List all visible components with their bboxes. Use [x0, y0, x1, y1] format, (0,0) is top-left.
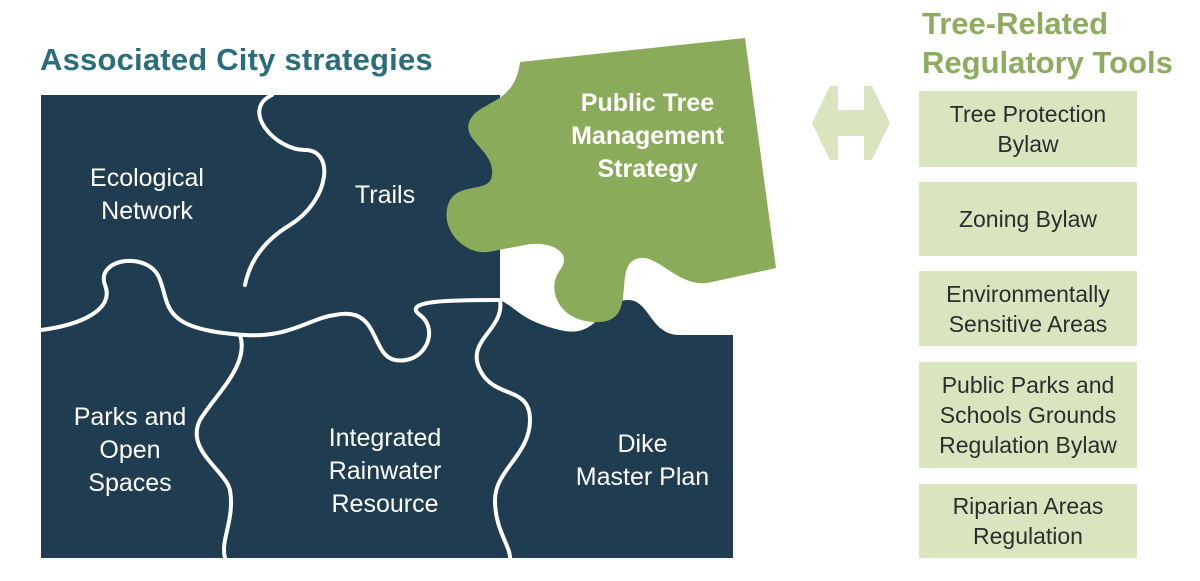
public-tree-line-3: Strategy: [597, 155, 698, 183]
seam-ecological-parks: [39, 258, 337, 338]
rainwater-line-1: Integrated: [328, 424, 442, 452]
tool-3-line-2: Sensitive Areas: [948, 310, 1108, 337]
seam-parks-rainwater: [194, 333, 244, 560]
tool-4-line-3: Regulation Bylaw: [939, 432, 1117, 458]
parks-line-2: Open: [99, 436, 161, 464]
tool-riparian-areas-regulation: Riparian Areas Regulation: [919, 484, 1137, 558]
regulatory-tools-title-line-2: Regulatory Tools: [922, 45, 1173, 80]
ecological-line-1: Ecological: [90, 164, 204, 192]
piece-ecological-network: Ecological Network: [62, 162, 232, 228]
seam-trails-rainwater: [333, 298, 502, 363]
tool-2-line-1: Zoning Bylaw: [958, 206, 1098, 232]
parks-line-1: Parks and: [73, 403, 187, 431]
rainwater-line-2: Rainwater: [328, 457, 442, 485]
tool-public-parks-schools-regulation: Public Parks and Schools Grounds Regulat…: [919, 362, 1137, 468]
dike-line-2: Master Plan: [575, 463, 710, 491]
parks-line-3: Spaces: [88, 469, 172, 497]
tool-5-line-1: Riparian Areas: [952, 493, 1104, 519]
tool-1-line-2: Bylaw: [997, 131, 1059, 157]
public-tree-line-1: Public Tree: [580, 89, 715, 117]
tool-3-line-1: Environmentally: [946, 280, 1110, 307]
piece-parks-open-spaces: Parks and Open Spaces: [50, 401, 210, 500]
tool-1-line-1: Tree Protection: [949, 101, 1107, 127]
ecological-line-2: Network: [101, 197, 193, 225]
tool-environmentally-sensitive-areas: Environmentally Sensitive Areas: [919, 271, 1137, 346]
piece-trails: Trails: [330, 179, 440, 212]
piece-dike-master-plan: Dike Master Plan: [555, 428, 730, 494]
tool-5-line-2: Regulation: [973, 523, 1083, 549]
tool-tree-protection-bylaw: Tree Protection Bylaw: [919, 91, 1137, 167]
piece-integrated-rainwater: Integrated Rainwater Resource: [290, 422, 480, 521]
regulatory-tools-title-line-1: Tree-Related: [922, 6, 1109, 41]
double-arrow-icon: [812, 86, 890, 160]
public-tree-piece: [446, 38, 776, 323]
public-tree-line-2: Management: [571, 122, 724, 150]
associated-strategies-title: Associated City strategies: [40, 42, 433, 77]
trails-label: Trails: [354, 181, 416, 209]
tool-4-line-2: Schools Grounds: [939, 402, 1117, 428]
tool-zoning-bylaw: Zoning Bylaw: [919, 182, 1137, 256]
piece-public-tree-management: Public Tree Management Strategy: [540, 87, 755, 186]
puzzle-seams: [39, 93, 533, 560]
rainwater-line-3: Resource: [331, 490, 439, 518]
seam-rainwater-dike: [474, 298, 533, 560]
tool-4-line-1: Public Parks and: [941, 372, 1115, 398]
dike-line-1: Dike: [617, 430, 668, 458]
seam-ecological-trails: [243, 93, 327, 287]
regulatory-tools-title: Tree-Related Regulatory Tools: [922, 4, 1192, 82]
